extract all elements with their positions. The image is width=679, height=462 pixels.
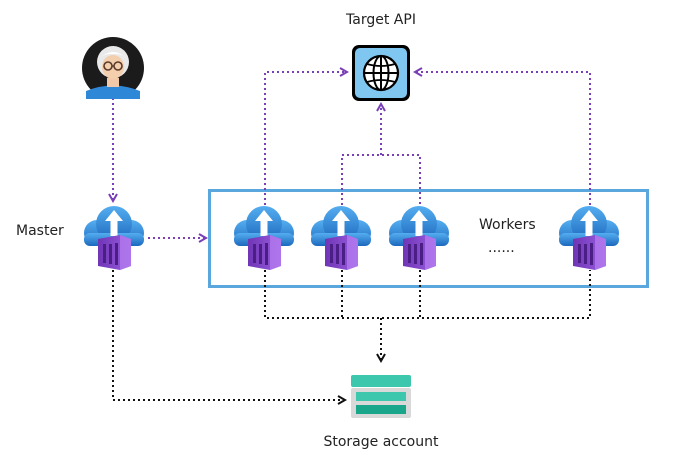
worker-container-app-icon <box>311 206 371 270</box>
worker4-to-api-arrow <box>416 72 591 205</box>
worker-container-app-icon <box>389 206 449 270</box>
storage-account-icon <box>351 375 411 418</box>
globe-icon <box>352 45 410 101</box>
workers-bus-line <box>341 154 421 205</box>
purple-connectors <box>113 72 591 238</box>
workers-label: Workers <box>479 217 536 233</box>
storage-account-label: Storage account <box>323 434 439 450</box>
workers-ellipsis: ...... <box>488 240 515 256</box>
master-container-app-icon <box>84 206 144 270</box>
master-label: Master <box>16 223 64 239</box>
worker-container-app-icon <box>559 206 619 270</box>
master-to-storage-arrow <box>112 270 344 400</box>
workers-storage-bus <box>264 270 591 319</box>
worker1-to-api-arrow <box>264 72 346 205</box>
user-avatar-icon <box>82 37 144 99</box>
workers-cluster-box <box>208 189 649 288</box>
worker-container-app-icon <box>234 206 294 270</box>
target-api-label: Target API <box>345 12 416 28</box>
black-connectors <box>112 270 591 400</box>
